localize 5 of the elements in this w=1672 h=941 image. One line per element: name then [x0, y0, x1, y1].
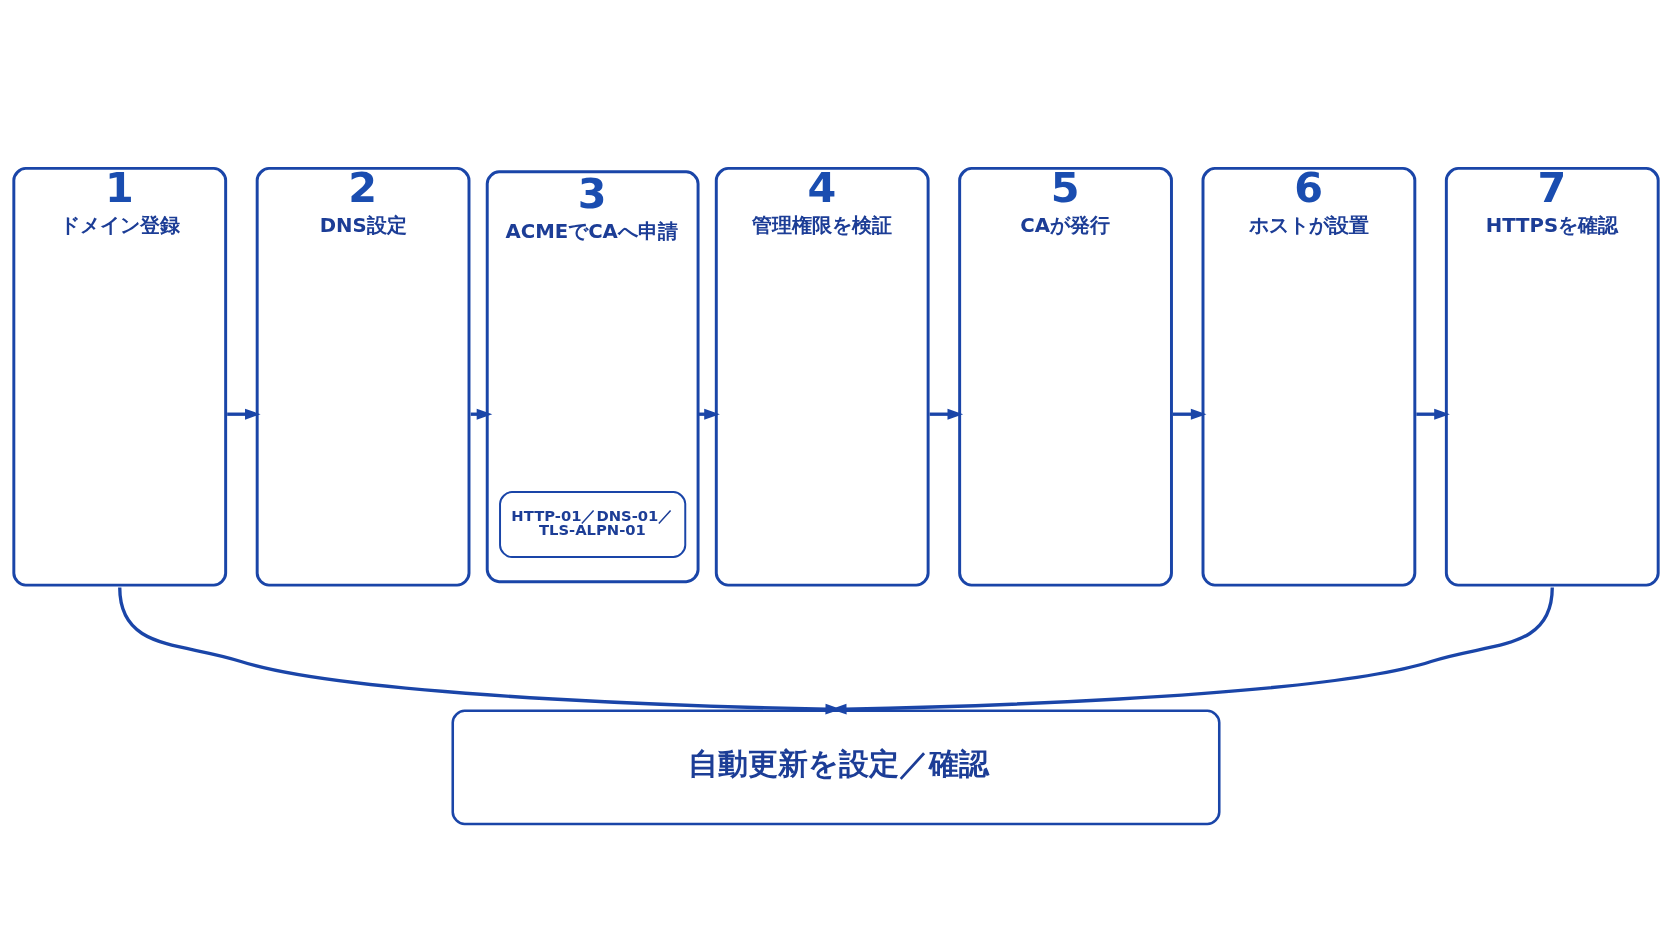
node-box: 自動更新を設定／確認: [451, 709, 1221, 826]
arrow: [1416, 408, 1450, 420]
arrow: [929, 408, 964, 420]
arrow: [1173, 408, 1207, 420]
arrow: [227, 408, 261, 420]
